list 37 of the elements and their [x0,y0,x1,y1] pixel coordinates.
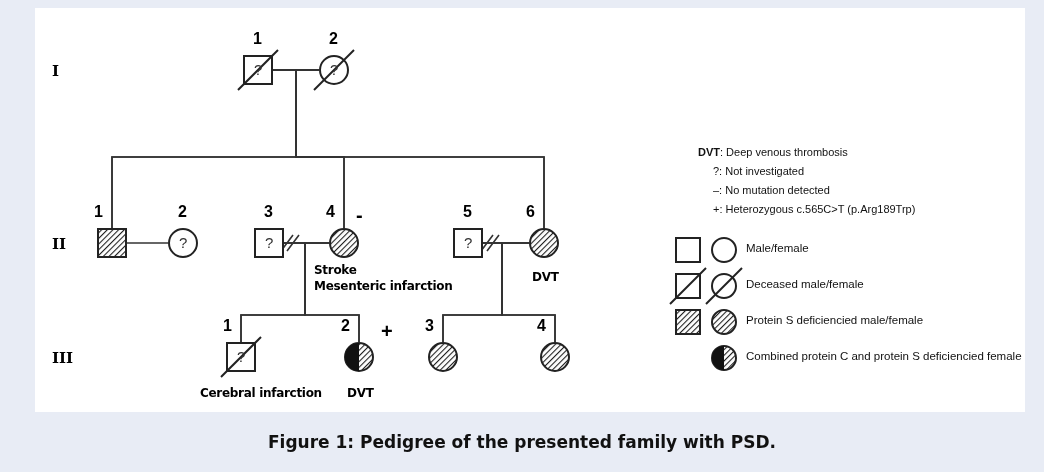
individual-number: 5 [463,204,472,220]
individual-number: 2 [341,318,350,334]
mutation-sign: + [381,322,393,340]
legend-text: Male/female [746,242,809,254]
individual-number: 4 [537,318,546,334]
condition-label: DVT [347,386,374,400]
question-mark: ? [265,235,274,250]
individual-number: 2 [329,31,338,47]
generation-label: II [52,235,67,253]
condition-label: Stroke [314,263,357,277]
individual-number: 6 [526,204,535,220]
individual-number: 4 [326,204,335,220]
legend-note: ?: Not investigated [713,165,805,177]
descent-line [304,242,360,343]
question-mark: ? [464,235,473,250]
individual-number: 1 [253,31,262,47]
legend-text: Protein S deficiencied male/female [746,314,924,326]
legend-note: DVT: Deep venous thrombosis [698,146,848,158]
legend-text: Deceased male/female [746,278,864,290]
descent-line [501,242,556,343]
individual-number: 3 [264,204,273,220]
condition-label: Cerebral infarction [200,386,322,400]
individual-number: 1 [94,204,103,220]
condition-label: DVT [532,270,559,284]
mutation-sign: - [356,206,363,224]
individual-number: 3 [425,318,434,334]
generation-label: III [52,349,74,367]
question-mark: ? [179,235,188,250]
marriage-line [126,242,169,244]
legend-note: +: Heterozygous c.565C>T (p.Arg189Trp) [713,203,916,215]
figure-caption: Figure 1: Pedigree of the presented family with PSD. [266,432,777,452]
legend-text: Combined protein C and protein S deficiencied female [746,350,1022,362]
generation-label: I [52,62,60,80]
legend-note: –: No mutation detected [713,184,830,196]
individual-number: 2 [178,204,187,220]
condition-label: Mesenteric infarction [314,279,453,293]
individual-number: 1 [223,318,232,334]
